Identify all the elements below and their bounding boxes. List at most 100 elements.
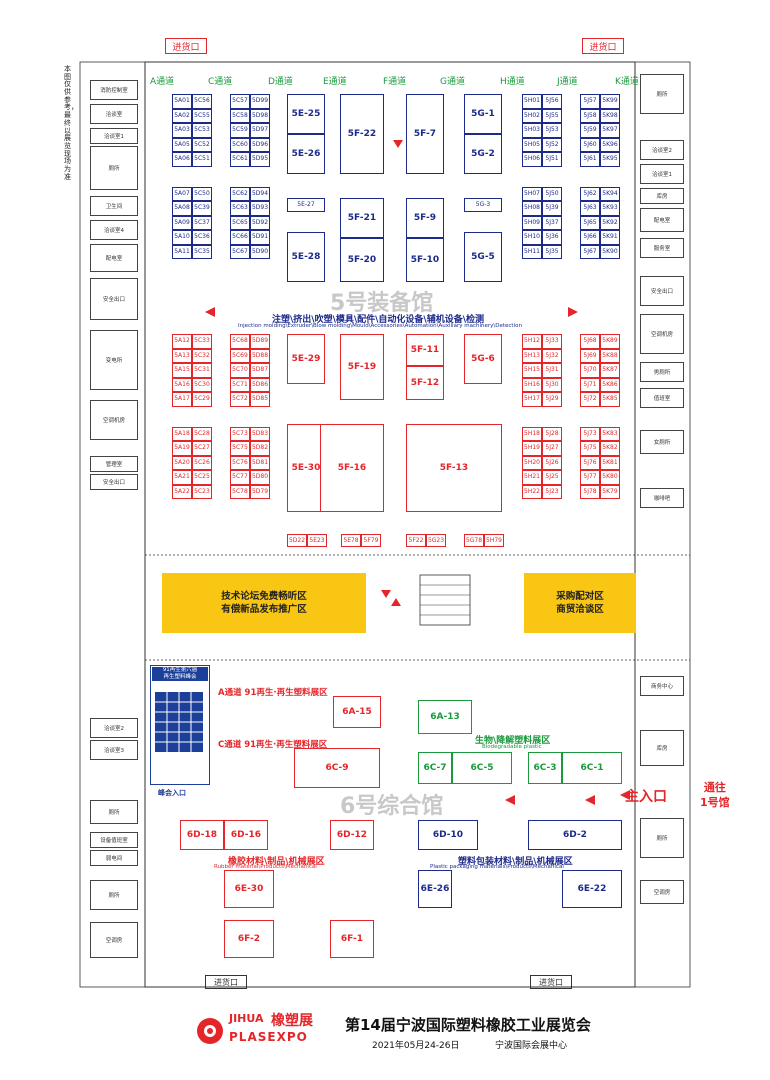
- booth[interactable]: 5K87: [600, 363, 620, 378]
- booth[interactable]: 5A12: [172, 334, 192, 349]
- booth[interactable]: 5C66: [230, 230, 250, 245]
- booth[interactable]: 5F-13: [406, 424, 502, 512]
- booth[interactable]: 5F-9: [406, 198, 444, 238]
- booth[interactable]: 5C55: [192, 108, 212, 123]
- booth[interactable]: 5K99: [600, 94, 620, 109]
- booth[interactable]: 5C62: [230, 186, 250, 201]
- booth[interactable]: 5C23: [192, 484, 212, 499]
- booth[interactable]: 5D82: [250, 441, 270, 456]
- booth[interactable]: 5E-26: [287, 134, 325, 174]
- booth[interactable]: 5E-29: [287, 334, 325, 384]
- booth[interactable]: 5D98: [250, 108, 270, 123]
- booth[interactable]: 5K92: [600, 215, 620, 230]
- booth[interactable]: 5C73: [230, 426, 250, 441]
- booth[interactable]: 5H07: [522, 186, 542, 201]
- booth[interactable]: 5C53: [192, 123, 212, 138]
- booth[interactable]: 5J78: [580, 484, 600, 499]
- forum-zone[interactable]: 技术论坛免费畅听区 有偿新品发布推广区: [162, 573, 366, 633]
- booth[interactable]: 5A22: [172, 484, 192, 499]
- booth[interactable]: 5J52: [542, 137, 562, 152]
- booth[interactable]: 5J63: [580, 201, 600, 216]
- booth[interactable]: 5H13: [522, 348, 542, 363]
- booth[interactable]: 5C67: [230, 244, 250, 259]
- booth[interactable]: 5H17: [522, 392, 542, 407]
- booth[interactable]: 5F22: [406, 534, 426, 547]
- booth[interactable]: 5C77: [230, 470, 250, 485]
- booth[interactable]: 5D86: [250, 377, 270, 392]
- booth[interactable]: 5C59: [230, 123, 250, 138]
- booth[interactable]: 5H03: [522, 123, 542, 138]
- booth[interactable]: 5A10: [172, 230, 192, 245]
- booth[interactable]: 5A01: [172, 94, 192, 109]
- booth[interactable]: 5J35: [542, 244, 562, 259]
- booth[interactable]: 5E-25: [287, 94, 325, 134]
- booth[interactable]: 5A08: [172, 201, 192, 216]
- summit-box[interactable]: [150, 665, 210, 785]
- booth[interactable]: 5A07: [172, 186, 192, 201]
- booth[interactable]: 5K97: [600, 123, 620, 138]
- booth[interactable]: 5C33: [192, 334, 212, 349]
- booth[interactable]: 5D91: [250, 230, 270, 245]
- booth[interactable]: 5G-5: [464, 232, 502, 282]
- booth[interactable]: 5E23: [307, 534, 327, 547]
- booth[interactable]: 5G78: [464, 534, 484, 547]
- booth[interactable]: 5C29: [192, 392, 212, 407]
- booth[interactable]: 6C-3: [528, 752, 562, 784]
- booth[interactable]: 5C37: [192, 215, 212, 230]
- booth[interactable]: 5J58: [580, 108, 600, 123]
- booth[interactable]: 5D88: [250, 348, 270, 363]
- booth[interactable]: 5C57: [230, 94, 250, 109]
- booth[interactable]: 5J30: [542, 377, 562, 392]
- booth[interactable]: 5J33: [542, 334, 562, 349]
- booth[interactable]: 5C25: [192, 470, 212, 485]
- booth[interactable]: 5J55: [542, 108, 562, 123]
- booth[interactable]: 5D22: [287, 534, 307, 547]
- booth[interactable]: 5C71: [230, 377, 250, 392]
- booth[interactable]: 5H16: [522, 377, 542, 392]
- booth[interactable]: 5E-27: [287, 198, 325, 212]
- booth[interactable]: 5F-12: [406, 366, 444, 400]
- booth[interactable]: 5C32: [192, 348, 212, 363]
- booth[interactable]: 5K98: [600, 108, 620, 123]
- booth[interactable]: 5G-3: [464, 198, 502, 212]
- booth[interactable]: 5H10: [522, 230, 542, 245]
- booth[interactable]: 5J29: [542, 392, 562, 407]
- booth[interactable]: 6C-9: [294, 748, 380, 788]
- booth[interactable]: 5K85: [600, 392, 620, 407]
- booth[interactable]: 5C76: [230, 455, 250, 470]
- booth[interactable]: 5E-28: [287, 232, 325, 282]
- booth[interactable]: 5C35: [192, 244, 212, 259]
- booth[interactable]: 5H21: [522, 470, 542, 485]
- booth[interactable]: 5D90: [250, 244, 270, 259]
- booth[interactable]: 5K90: [600, 244, 620, 259]
- booth[interactable]: 6E-22: [562, 870, 622, 908]
- booth[interactable]: 5D83: [250, 426, 270, 441]
- booth[interactable]: 5K83: [600, 426, 620, 441]
- booth[interactable]: 5C31: [192, 363, 212, 378]
- booth[interactable]: 5C63: [230, 201, 250, 216]
- booth[interactable]: 5A17: [172, 392, 192, 407]
- booth[interactable]: 5A09: [172, 215, 192, 230]
- booth[interactable]: 5F-11: [406, 334, 444, 366]
- booth[interactable]: 5C52: [192, 137, 212, 152]
- booth[interactable]: 5D79: [250, 484, 270, 499]
- booth[interactable]: 5F-7: [406, 94, 444, 174]
- booth[interactable]: 5H08: [522, 201, 542, 216]
- booth[interactable]: 5A16: [172, 377, 192, 392]
- booth[interactable]: 6C-5: [452, 752, 512, 784]
- booth[interactable]: 5K93: [600, 201, 620, 216]
- booth[interactable]: 5J32: [542, 348, 562, 363]
- main-entry[interactable]: 主入口: [625, 789, 667, 805]
- booth[interactable]: 5K81: [600, 455, 620, 470]
- booth[interactable]: 5A06: [172, 152, 192, 167]
- booth[interactable]: 5J76: [580, 455, 600, 470]
- booth[interactable]: 5H01: [522, 94, 542, 109]
- booth[interactable]: 5K80: [600, 470, 620, 485]
- booth[interactable]: 5H19: [522, 441, 542, 456]
- booth[interactable]: 5J67: [580, 244, 600, 259]
- booth[interactable]: 5H20: [522, 455, 542, 470]
- booth[interactable]: 6D-12: [330, 820, 374, 850]
- booth[interactable]: 5H18: [522, 426, 542, 441]
- booth[interactable]: 5H79: [484, 534, 504, 547]
- booth[interactable]: 5C61: [230, 152, 250, 167]
